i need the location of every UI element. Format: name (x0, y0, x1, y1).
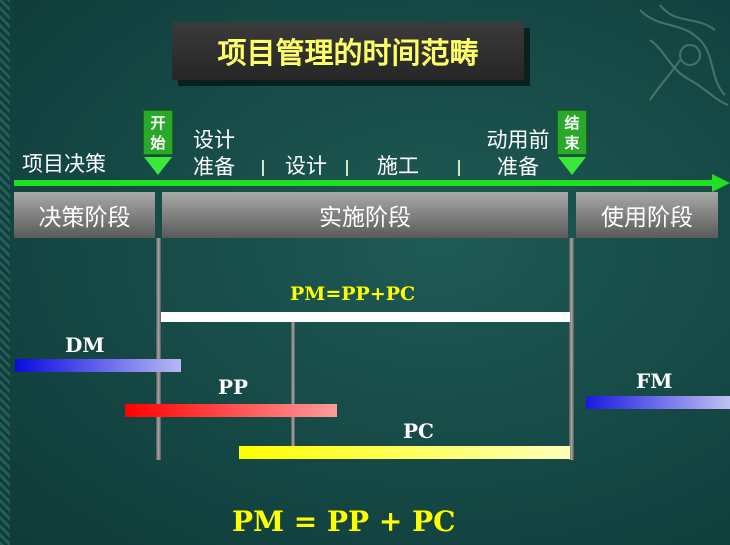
page-title: 项目管理的时间范畴 (217, 36, 479, 70)
fm-bar (586, 396, 730, 409)
start-marker-char1: 开 (150, 114, 166, 132)
stage-pre-use-line2: 准备 (497, 155, 539, 179)
pp-pc-divider-line (291, 321, 295, 446)
formula-text: PM = PP + PC (232, 505, 456, 538)
phase-usage: 使用阶段 (576, 192, 718, 238)
pp-bar (125, 404, 337, 417)
corner-ornament (639, 4, 729, 106)
timeline-arrowhead-icon (712, 174, 730, 192)
title-box: 项目管理的时间范畴 (172, 22, 524, 80)
pc-bar (239, 446, 570, 459)
stage-design-prep-line1: 设计 (193, 128, 235, 152)
left-decorative-strip (0, 0, 10, 545)
phase-decision: 决策阶段 (14, 192, 155, 238)
stage-design-prep-line2: 准备 (193, 155, 235, 179)
end-boundary-line (569, 238, 574, 460)
fm-label: FM (636, 369, 673, 393)
phase-implementation: 实施阶段 (162, 192, 568, 238)
pc-label: PC (403, 419, 434, 443)
start-boundary-line (156, 238, 161, 460)
start-marker: 开 始 (143, 110, 173, 155)
end-marker-char1: 结 (564, 114, 580, 132)
timeline-axis (14, 180, 714, 186)
stage-design: 设计 (285, 154, 327, 178)
stage-divider (346, 160, 348, 176)
dm-bar (15, 359, 181, 372)
stage-construction: 施工 (377, 154, 419, 178)
stage-pre-use-line1: 动用前 (486, 128, 550, 152)
end-marker: 结 束 (557, 110, 587, 155)
start-marker-char2: 始 (150, 134, 166, 152)
stage-divider (262, 160, 264, 176)
pm-bar (161, 312, 570, 322)
stage-divider (458, 160, 460, 176)
stage-decision: 项目决策 (22, 152, 106, 176)
dm-label: DM (65, 333, 105, 357)
pm-label: PM=PP+PC (290, 283, 416, 305)
end-arrow-icon (558, 157, 586, 175)
end-marker-char2: 束 (564, 134, 580, 152)
start-arrow-icon (144, 157, 172, 175)
pp-label: PP (218, 375, 249, 399)
